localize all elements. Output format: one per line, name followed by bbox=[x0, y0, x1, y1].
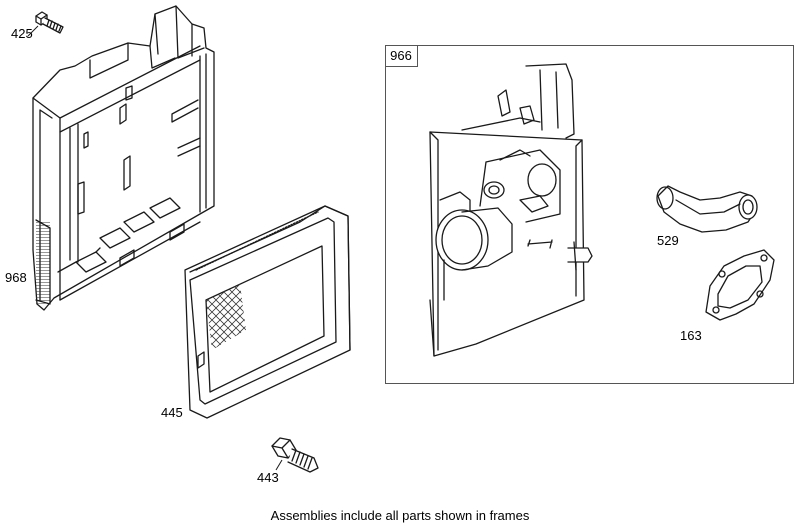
callout-529: 529 bbox=[657, 233, 679, 248]
assembly-frame bbox=[385, 45, 794, 384]
callout-968: 968 bbox=[5, 270, 27, 285]
diagram-caption: Assemblies include all parts shown in fr… bbox=[270, 508, 530, 523]
screw-443-icon bbox=[272, 438, 318, 472]
screw-425-icon bbox=[36, 12, 63, 33]
carburetor-assembly-icon bbox=[430, 64, 592, 356]
callout-443: 443 bbox=[257, 470, 279, 485]
frame-label-966: 966 bbox=[385, 45, 418, 67]
gasket-icon bbox=[706, 250, 774, 320]
breather-tube-icon bbox=[657, 186, 757, 232]
callout-445: 445 bbox=[161, 405, 183, 420]
air-cleaner-base-icon bbox=[33, 6, 214, 310]
callout-163: 163 bbox=[680, 328, 702, 343]
callout-425: 425 bbox=[11, 26, 33, 41]
air-filter-icon bbox=[185, 206, 350, 418]
